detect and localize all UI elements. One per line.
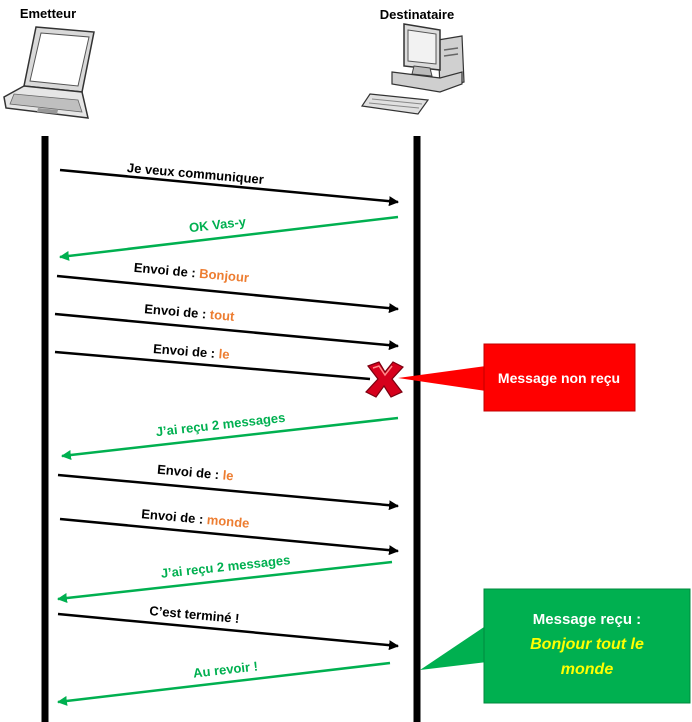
message-10: C’est terminé ! — [57, 603, 399, 651]
message-label-text: Envoi de : — [144, 301, 211, 322]
message-label: Envoi de : le — [153, 341, 231, 362]
message-arrow — [59, 215, 399, 261]
received-message-line1: Bonjour tout le — [530, 636, 644, 653]
message-label-text: Envoi de : — [133, 260, 200, 281]
message-9: J’ai reçu 2 messages — [57, 552, 393, 603]
message-label-text: Envoi de : — [141, 506, 208, 527]
received-message-title: Message reçu : — [533, 611, 641, 628]
message-8: Envoi de : monde — [59, 506, 399, 556]
message-label-text: J’ai reçu 2 messages — [155, 410, 286, 439]
message-payload: le — [218, 346, 230, 362]
desktop-computer-icon — [360, 23, 465, 115]
message-label: Envoi de : Bonjour — [133, 260, 249, 285]
message-arrow — [54, 350, 371, 381]
message-3: Envoi de : Bonjour — [56, 260, 399, 314]
message-4: Envoi de : tout — [54, 301, 399, 351]
red-cross-icon — [365, 361, 404, 398]
lost-message-text: Message non reçu — [498, 370, 620, 386]
message-arrow — [61, 416, 399, 460]
message-7: Envoi de : le — [57, 462, 399, 511]
message-arrow — [57, 560, 393, 603]
message-label: C’est terminé ! — [149, 603, 240, 626]
message-arrow — [57, 661, 391, 706]
message-label: OK Vas-y — [188, 214, 247, 235]
message-label: Envoi de : tout — [144, 301, 236, 324]
message-label-text: OK Vas-y — [188, 214, 247, 235]
message-label-text: Envoi de : — [157, 462, 224, 483]
receiver-label: Destinataire — [380, 7, 454, 22]
message-arrow — [57, 473, 399, 511]
message-arrow — [56, 274, 399, 314]
laptop-icon — [3, 26, 95, 119]
message-5: Envoi de : le — [54, 341, 371, 381]
message-arrow — [59, 517, 399, 556]
sender-label: Emetteur — [20, 6, 76, 21]
message-payload: tout — [209, 307, 235, 324]
message-arrow — [54, 312, 399, 351]
message-label: J’ai reçu 2 messages — [155, 410, 286, 439]
message-payload: Bonjour — [199, 266, 250, 285]
message-label-text: Envoi de : — [153, 341, 220, 361]
lost-message-callout: Message non reçu — [398, 343, 636, 412]
received-message-callout: Message reçu : Bonjour tout le monde — [420, 588, 691, 704]
message-arrow — [59, 168, 399, 207]
message-arrow — [57, 612, 399, 651]
message-label-text: Au revoir ! — [192, 658, 258, 680]
message-label: Envoi de : monde — [141, 506, 250, 531]
message-2: OK Vas-y — [59, 214, 399, 261]
message-payload: le — [222, 467, 234, 483]
message-1: Je veux communiquer — [59, 160, 399, 207]
message-6: J’ai reçu 2 messages — [61, 410, 399, 460]
message-label: Au revoir ! — [192, 658, 258, 680]
message-11: Au revoir ! — [57, 658, 391, 706]
received-message-line2: monde — [561, 661, 614, 678]
message-payload: monde — [206, 512, 250, 531]
message-label: Envoi de : le — [157, 462, 235, 484]
message-label-text: C’est terminé ! — [149, 603, 240, 626]
